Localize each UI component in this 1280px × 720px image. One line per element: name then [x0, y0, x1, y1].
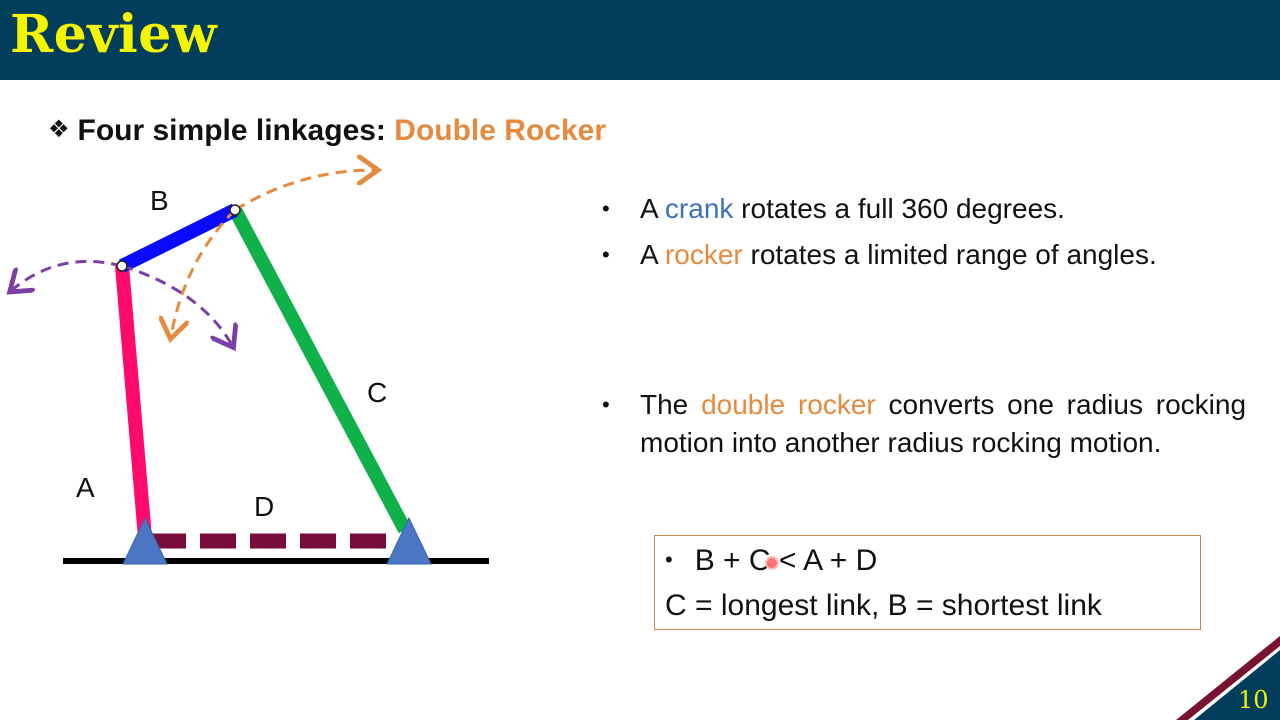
bullet-rocker: •A rocker rotates a limited range of ang…: [600, 236, 1246, 274]
link-c: [228, 206, 412, 534]
label-c: C: [367, 377, 387, 408]
label-b: B: [150, 185, 169, 216]
corner-decoration: [1176, 636, 1280, 720]
term-crank: crank: [664, 193, 734, 224]
rule-definition: C = longest link, B = shortest link: [665, 589, 1102, 622]
bullet-dot-icon: •: [602, 392, 610, 417]
diamond-bullet-icon: ❖: [48, 116, 70, 143]
grashof-rule-box: •B + C < A + D C = longest link, B = sho…: [654, 535, 1201, 630]
link-a: [115, 265, 152, 539]
ground-pivot-right: [386, 516, 432, 565]
orange-arc-right-arrow: [234, 170, 375, 212]
slide-title: Review: [10, 4, 218, 65]
bullet-double-rocker: •The double rocker converts one radius r…: [600, 386, 1246, 462]
link-b: [118, 203, 239, 273]
purple-arc-down-arrow: [121, 264, 232, 345]
slide-header: Review: [0, 0, 1280, 80]
label-a: A: [76, 472, 95, 503]
double-rocker-diagram: A B C D: [0, 150, 489, 565]
laser-pointer-icon: [765, 556, 779, 570]
bullet-crank: •A crank rotates a full 360 degrees.: [600, 190, 1246, 228]
bullet-dot-icon: •: [665, 547, 673, 572]
heading-highlight: Double Rocker: [394, 114, 606, 147]
heading-text: Four simple linkages:: [77, 114, 386, 147]
term-rocker: rocker: [664, 239, 743, 270]
ground-pivot-left: [122, 516, 168, 565]
term-double-rocker: double rocker: [701, 389, 876, 420]
purple-arc-left-arrow: [12, 260, 123, 290]
joint-bc: [229, 204, 241, 216]
joint-ab: [116, 260, 128, 272]
label-d: D: [254, 491, 274, 522]
rule-condition: •B + C < A + D: [665, 544, 878, 577]
bullet-dot-icon: •: [602, 242, 610, 267]
page-number: 10: [1238, 686, 1269, 714]
bullet-dot-icon: •: [602, 196, 610, 221]
section-heading: ❖ Four simple linkages: Double Rocker: [48, 114, 606, 148]
